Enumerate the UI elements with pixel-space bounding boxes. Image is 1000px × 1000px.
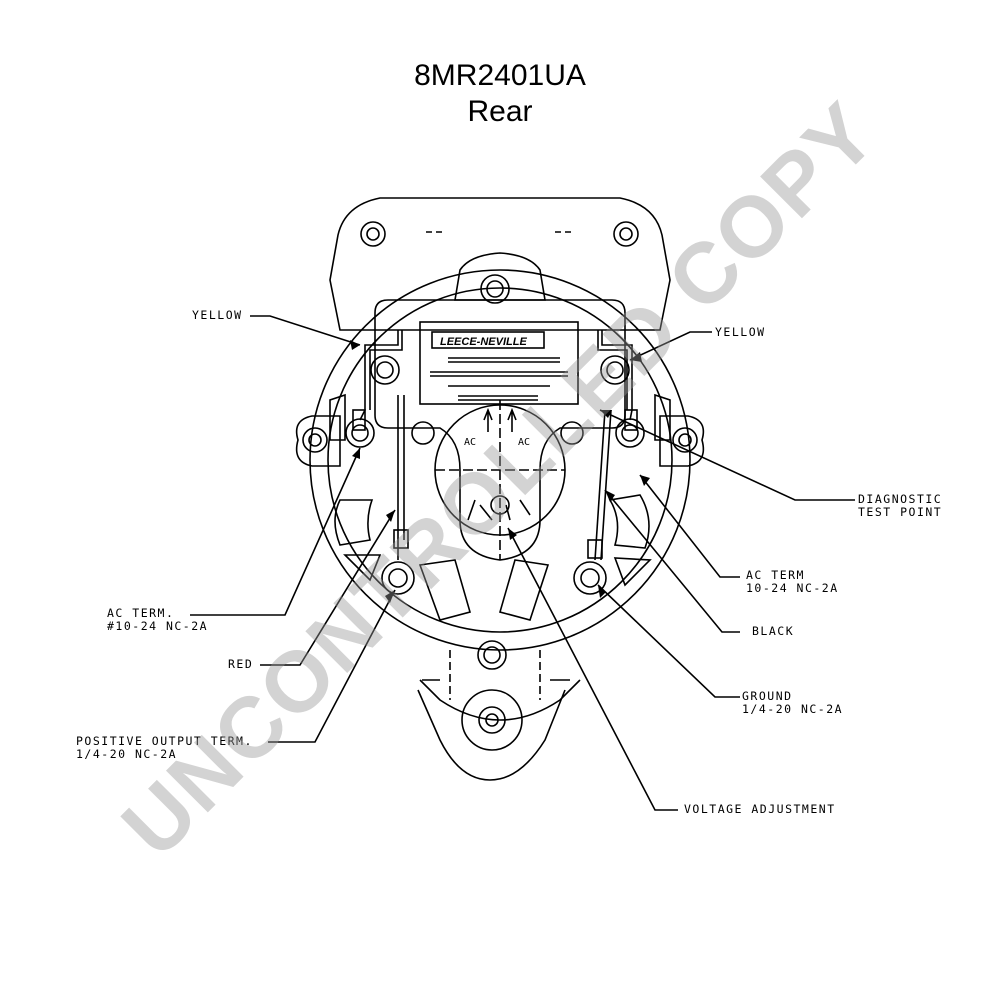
label-yellow-left: YELLOW [192,308,243,322]
top-mounting-ear [329,197,671,331]
leader-yellow-right [629,331,712,361]
housing-inner-ring [327,287,673,633]
label-voltage-adjustment: VOLTAGE ADJUSTMENT [684,802,836,816]
left-ear-bolt [302,427,328,453]
label-ac-term-right-line2: 10-24 NC-2A [746,581,839,595]
label-ground-line1: GROUND [742,689,793,703]
leader-ac-term-left [190,447,361,616]
label-ac-term-left-line2: #10-24 NC-2A [107,619,209,633]
ac-term-left-bolt [345,418,375,448]
right-ear-bolt [672,427,698,453]
ear-hole-right-inner [619,227,633,241]
label-diagnostic-line1: DIAGNOSTIC [858,492,943,506]
label-ground-line2: 1/4-20 NC-2A [742,702,844,716]
label-ac-term-right-line1: AC TERM [746,568,805,582]
leader-ground [597,584,740,698]
yellow-wire-right [601,330,633,421]
top-bolt [480,274,510,304]
model-number: 8MR2401UA [414,59,586,92]
leader-ac-term-right [639,474,740,578]
label-black: BLACK [752,624,795,638]
black-wire [594,409,612,561]
housing-outer [309,269,691,651]
label-yellow-right: YELLOW [715,325,766,339]
brand-logo: LEECE-NEVILLE [440,336,527,348]
label-positive-line1: POSITIVE OUTPUT TERM. [76,734,253,748]
bottom-mount [419,679,581,721]
ground-bolt [573,561,607,595]
leader-positive [268,589,396,743]
red-wire [397,395,405,560]
view-name: Rear [467,95,533,128]
yellow-wire-left [359,330,399,421]
label-diagnostic-line2: TEST POINT [858,505,943,519]
ear-hole-right [613,221,639,247]
bottom-mount-hole [461,689,523,751]
bottom-bolt [477,640,507,670]
leader-diagnostic [599,409,855,501]
positive-term-bolt [381,561,415,595]
ac-marker-left: AC [464,437,476,448]
leader-voltage [507,527,678,811]
regulator-label-plate [419,321,579,405]
leader-yellow-left [250,315,361,346]
leader-red [260,509,396,666]
label-positive-line2: 1/4-20 NC-2A [76,747,178,761]
leader-black [604,489,740,633]
page-title: 8MR2401UA Rear [0,58,1000,130]
label-red: RED [228,657,254,671]
ear-hole-left [360,221,386,247]
label-ac-term-left-line1: AC TERM. [107,606,175,620]
ear-hole-left-inner [366,227,380,241]
ac-marker-right: AC [518,437,530,448]
